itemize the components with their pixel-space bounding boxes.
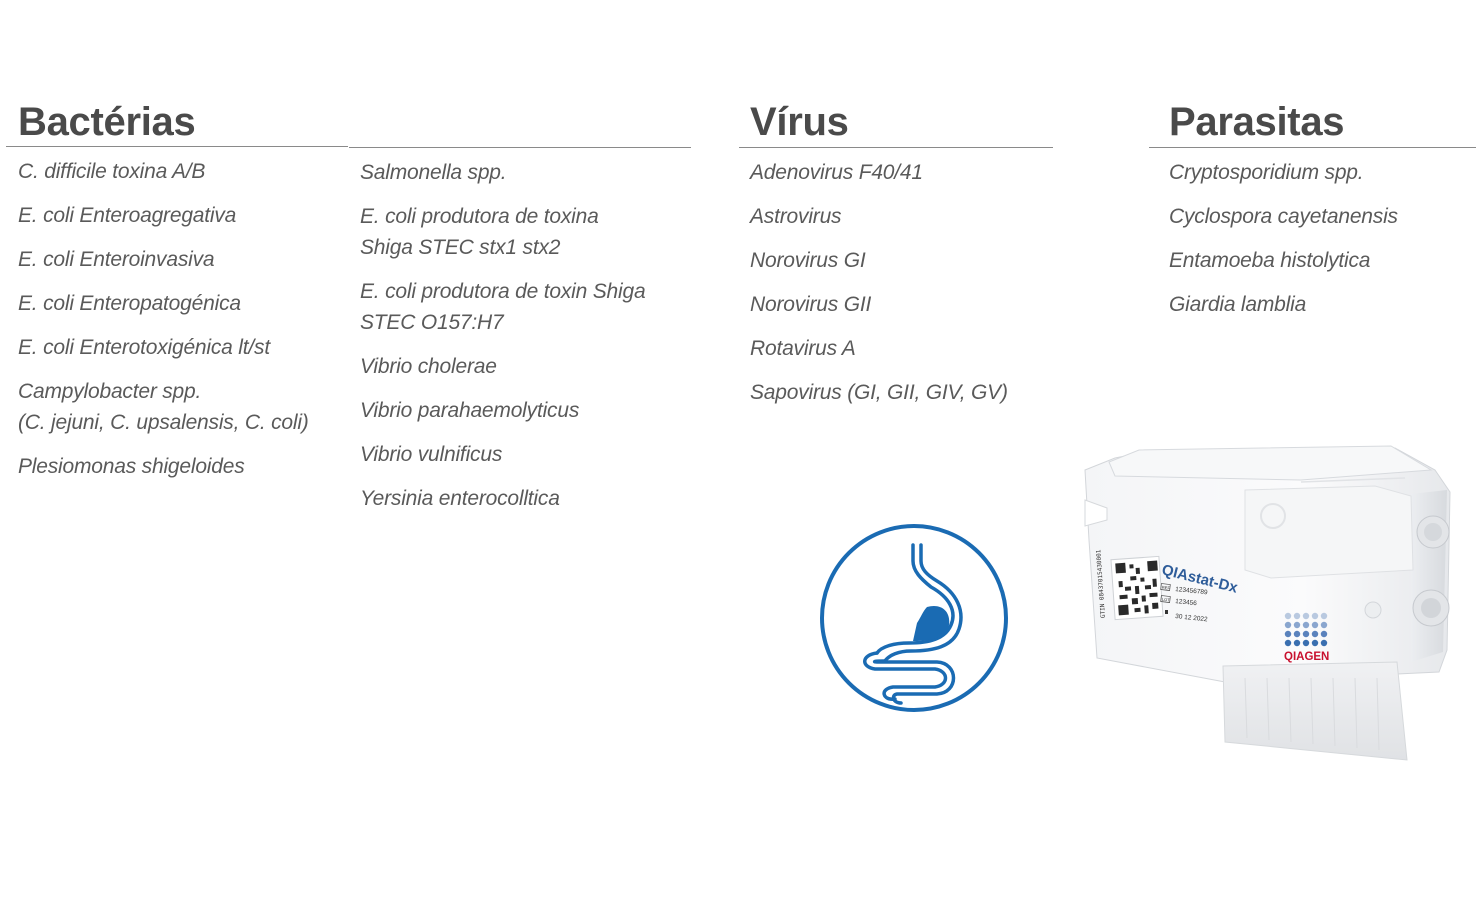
list-item: E. coli Enteroagregativa [18, 204, 237, 227]
list-item: Giardia lamblia [1169, 293, 1307, 316]
stomach-intestine-icon [820, 524, 1008, 712]
list-item: Astrovirus [750, 205, 842, 228]
list-item: Cyclospora cayetanensis [1169, 205, 1398, 228]
list-item: Sapovirus (GI, GII, GIV, GV) [750, 381, 1008, 404]
list-item: Campylobacter spp.(C. jejuni, C. upsalen… [18, 380, 309, 434]
heading-parasites: Parasitas [1169, 100, 1345, 144]
list-item: Norovirus GII [750, 293, 872, 316]
list-item: Cryptosporidium spp. [1169, 161, 1364, 184]
ref-label: REF [1162, 585, 1171, 591]
list-item: Vibrio vulnificus [360, 443, 503, 466]
bacteria-list-col1: C. difficile toxina A/B E. coli Enteroagr… [18, 156, 309, 495]
list-item: Salmonella spp. [360, 161, 507, 184]
divider-parasites [1149, 147, 1476, 148]
lot-value: 123456 [1175, 598, 1198, 607]
list-item: Plesiomonas shigeloides [18, 455, 245, 478]
list-item: Yersinia enterocolltica [360, 487, 560, 510]
parasites-list: Cryptosporidium spp. Cyclospora cayetanen… [1169, 157, 1398, 333]
list-item: Vibrio parahaemolyticus [360, 399, 580, 422]
expiry-value: 30 12 2022 [1175, 613, 1208, 623]
list-item: C. difficile toxina A/B [18, 160, 206, 183]
ref-value: 123456789 [1175, 586, 1208, 596]
divider-bacteria-1 [6, 146, 348, 147]
list-item: Entamoeba histolytica [1169, 249, 1371, 272]
gtin-text: GTIN 08437015430001 [1095, 549, 1107, 618]
list-item: E. coli Enteroinvasiva [18, 248, 215, 271]
list-item: Vibrio cholerae [360, 355, 497, 378]
list-item: Rotavirus A [750, 337, 856, 360]
list-item: E. coli Enteropatogénica [18, 292, 241, 315]
list-item: Norovirus GI [750, 249, 866, 272]
list-item: Adenovirus F40/41 [750, 161, 923, 184]
lot-label: LOT [1162, 597, 1171, 603]
heading-virus: Vírus [750, 100, 849, 144]
qiastat-dx-cartridge: GTIN 08437015430001 QIAstat-Dx REF 12345… [1084, 445, 1451, 761]
heading-bacteria: Bactérias [18, 100, 196, 144]
qiagen-logo: QIAGEN [1284, 612, 1329, 663]
divider-bacteria-2 [349, 147, 691, 148]
divider-virus [739, 147, 1053, 148]
qiagen-wordmark: QIAGEN [1284, 651, 1329, 663]
list-item: E. coli Enterotoxigénica lt/st [18, 336, 270, 359]
bacteria-list-col2: Salmonella spp. E. coli produtora de toxi… [360, 157, 646, 527]
